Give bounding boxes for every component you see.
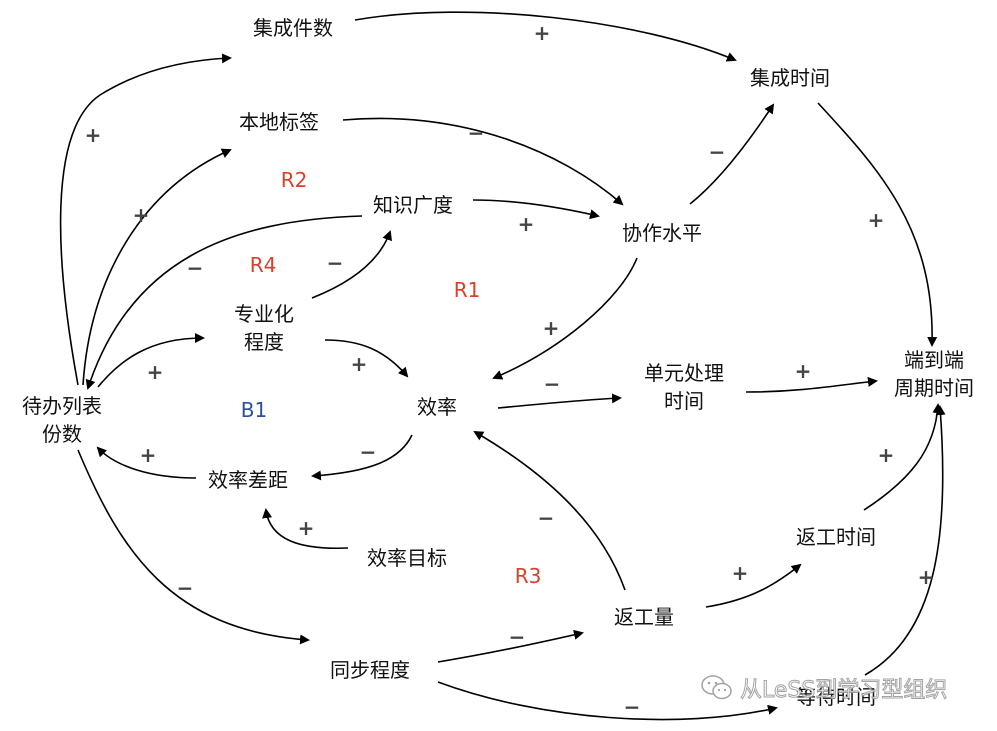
arrow-xiezuo-shuiping-to-xiaolv (492, 257, 638, 380)
polarity-sign: + (350, 352, 368, 376)
node-duandaoduan-zhouqi-shijian: 端到端 周期时间 (894, 346, 974, 402)
arrow-daiban-to-tongbu-chengdu (77, 449, 310, 645)
node-daiban-line2: 份数 (42, 422, 82, 446)
polarity-sign: − (708, 140, 726, 164)
polarity-sign: + (132, 203, 150, 227)
arrow-jicheng-jianshu-to-jicheng-shijian (354, 11, 737, 62)
arrow-xiaolv-mubiao-to-xiaolv-chaju (262, 508, 349, 550)
node-xiezuo-shuiping: 协作水平 (622, 221, 702, 245)
node-duandaoduan-line1: 端到端 (904, 348, 964, 372)
polarity-sign: − (186, 256, 204, 280)
arrow-daiban-to-jicheng-jianshu (59, 53, 232, 386)
node-zhuanyehua-line1: 专业化 (234, 302, 294, 326)
polarity-sign: + (146, 360, 164, 384)
arrow-zhishi-guangdu-to-xiezuo-shuiping (472, 199, 600, 220)
arrow-jicheng-shijian-to-duandaoduan (817, 102, 938, 347)
loop-label-r3: R3 (514, 564, 542, 588)
node-zhuanyehua-chengdu: 专业化 程度 (234, 300, 294, 356)
node-danyuan-line2: 时间 (664, 389, 704, 413)
arrow-xiaolv-chaju-to-daiban (96, 446, 197, 479)
arrow-danyuan-to-duandaoduan (745, 376, 878, 393)
arrow-xiaolv-to-xiaolv-chaju (311, 434, 413, 481)
arrow-zhuanyehua-to-xiaolv (324, 339, 409, 378)
node-dengdai-shijian: 等待时间 (796, 685, 876, 709)
arrow-xiaolv-to-danyuan (497, 393, 622, 409)
wechat-icon (701, 675, 732, 700)
arrow-fangong-shijian-to-duandaoduan (863, 403, 943, 511)
polarity-sign: + (84, 123, 102, 147)
polarity-sign: + (731, 561, 749, 585)
node-daiban-line1: 待办列表 (22, 394, 102, 418)
node-xiaolv-mubiao: 效率目标 (367, 546, 447, 570)
polarity-sign: + (297, 516, 315, 540)
node-zhishi-guangdu: 知识广度 (373, 193, 453, 217)
arrow-fangong-liang-to-fangong-shijian (705, 563, 802, 608)
loop-label-b1: B1 (240, 398, 268, 422)
node-fangong-liang: 返工量 (614, 605, 674, 629)
arrow-dengdai-shijian-to-duandaoduan (864, 405, 946, 676)
polarity-sign: + (542, 316, 560, 340)
polarity-sign: + (877, 443, 895, 467)
arrow-zhishi-guangdu-to-daiban (85, 215, 363, 390)
node-daiban-liebiao-fenshu: 待办列表 份数 (22, 392, 102, 448)
loop-label-r4: R4 (249, 253, 277, 277)
watermark: 从LeSS到学习型组织 (700, 672, 948, 704)
node-danyuan-chuli-shijian: 单元处理 时间 (644, 359, 724, 415)
polarity-sign: − (508, 625, 526, 649)
node-duandaoduan-line2: 周期时间 (894, 376, 974, 400)
polarity-sign: + (533, 21, 551, 45)
arrow-bendi-biaoqian-to-xiezuo-shuiping (342, 117, 624, 206)
node-jicheng-shijian: 集成时间 (750, 66, 830, 90)
loop-label-r1: R1 (453, 278, 481, 302)
polarity-sign: + (794, 359, 812, 383)
polarity-sign: − (623, 695, 641, 719)
watermark-text: 从LeSS到学习型组织 (739, 678, 948, 704)
polarity-sign: + (139, 443, 157, 467)
polarity-sign: − (326, 251, 344, 275)
polarity-sign: − (176, 576, 194, 600)
node-xiaolv: 效率 (417, 395, 457, 419)
arrow-daiban-to-zhuanyehua (97, 333, 205, 388)
node-danyuan-line1: 单元处理 (644, 361, 724, 385)
arrow-xiezuo-shuiping-to-jicheng-shijian (689, 103, 775, 205)
node-jicheng-jianshu: 集成件数 (253, 16, 333, 40)
polarity-sign: − (537, 506, 555, 530)
arrow-tongbu-chengdu-to-dengdai-shijian (437, 681, 778, 721)
loop-label-r2: R2 (280, 168, 308, 192)
arrow-tongbu-chengdu-to-fangong-liang (437, 629, 584, 663)
arrow-daiban-to-bendi-biaoqian (82, 148, 232, 386)
node-zhuanyehua-line2: 程度 (244, 330, 284, 354)
polarity-sign: + (517, 212, 535, 236)
polarity-sign: − (467, 121, 485, 145)
polarity-sign: − (543, 372, 561, 396)
polarity-sign: + (867, 208, 885, 232)
arrow-zhuanyehua-to-zhishi-guangdu (311, 230, 392, 299)
node-bendi-biaoqian: 本地标签 (239, 110, 319, 134)
node-xiaolv-chaju: 效率差距 (208, 468, 288, 492)
polarity-sign: + (917, 565, 935, 589)
arrow-fangong-liang-to-xiaolv (473, 430, 626, 591)
polarity-sign: − (359, 440, 377, 464)
node-tongbu-chengdu: 同步程度 (330, 658, 410, 682)
node-fangong-shijian: 返工时间 (796, 525, 876, 549)
